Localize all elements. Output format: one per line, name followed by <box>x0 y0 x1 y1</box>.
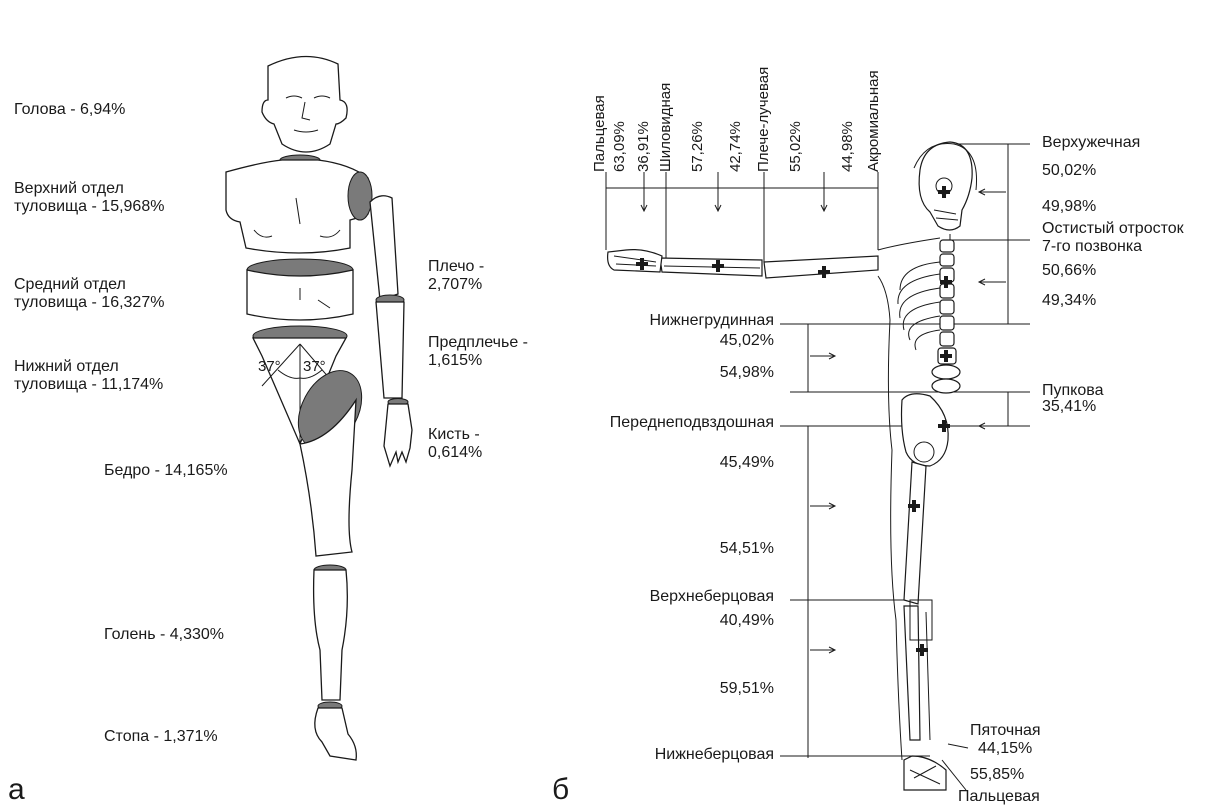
label-vertebra-2: 7-го позвонка <box>1042 238 1142 256</box>
left-measure-lines <box>780 324 968 790</box>
arm-label-5726: 57,26% <box>690 121 706 172</box>
skeleton-hand <box>608 250 662 272</box>
label-shin-upper: 40,49% <box>570 612 774 630</box>
label-lower-chest: Нижнегрудинная <box>570 312 774 330</box>
pelvis <box>902 394 949 466</box>
label-foot-upper: 44,15% <box>978 740 1032 758</box>
label-trunk-upper: 50,66% <box>1042 262 1096 280</box>
label-trunk-lower: 49,34% <box>1042 292 1096 310</box>
arm-label-finger: Пальцевая <box>592 95 608 172</box>
arm-reference-lines <box>606 172 878 262</box>
label-heel: Пяточная <box>970 722 1041 740</box>
arm-label-4498: 44,98% <box>840 121 856 172</box>
label-toe: Пальцевая <box>958 788 1040 806</box>
label-vertebra-1: Остистый отросток <box>1042 220 1184 238</box>
skeleton-foot <box>904 756 946 790</box>
arm-label-63: 63,09% <box>612 121 628 172</box>
label-vertex: Верхужечная <box>1042 134 1140 152</box>
label-iliac: Переднеподвздошная <box>530 414 774 432</box>
label-tibia-bottom: Нижнеберцовая <box>570 746 774 764</box>
rib-cage <box>898 262 940 350</box>
arm-label-5502: 55,02% <box>788 121 804 172</box>
label-tibia-top: Верхнеберцовая <box>570 588 774 606</box>
label-head-upper: 50,02% <box>1042 162 1096 180</box>
label-thigh-lower: 54,51% <box>570 540 774 558</box>
label-thigh-upper: 45,49% <box>570 454 774 472</box>
label-abd-lower: 54,98% <box>570 364 774 382</box>
arm-label-humeroradial: Плече-лучевая <box>756 67 772 172</box>
panel-b-letter: б <box>552 775 569 805</box>
tibia <box>904 606 920 740</box>
arm-label-4274: 42,74% <box>728 121 744 172</box>
label-head-lower: 49,98% <box>1042 198 1096 216</box>
label-foot-lower: 55,85% <box>970 766 1024 784</box>
label-navel-pct: 35,41% <box>1042 398 1096 416</box>
humerus <box>764 256 878 278</box>
arm-label-acromial: Акромиальная <box>866 70 882 172</box>
arm-label-3691: 36,91% <box>636 121 652 172</box>
femur <box>904 462 926 604</box>
label-abd-upper: 45,02% <box>570 332 774 350</box>
arm-label-styloid: Шиловидная <box>658 83 674 172</box>
label-shin-lower: 59,51% <box>570 680 774 698</box>
